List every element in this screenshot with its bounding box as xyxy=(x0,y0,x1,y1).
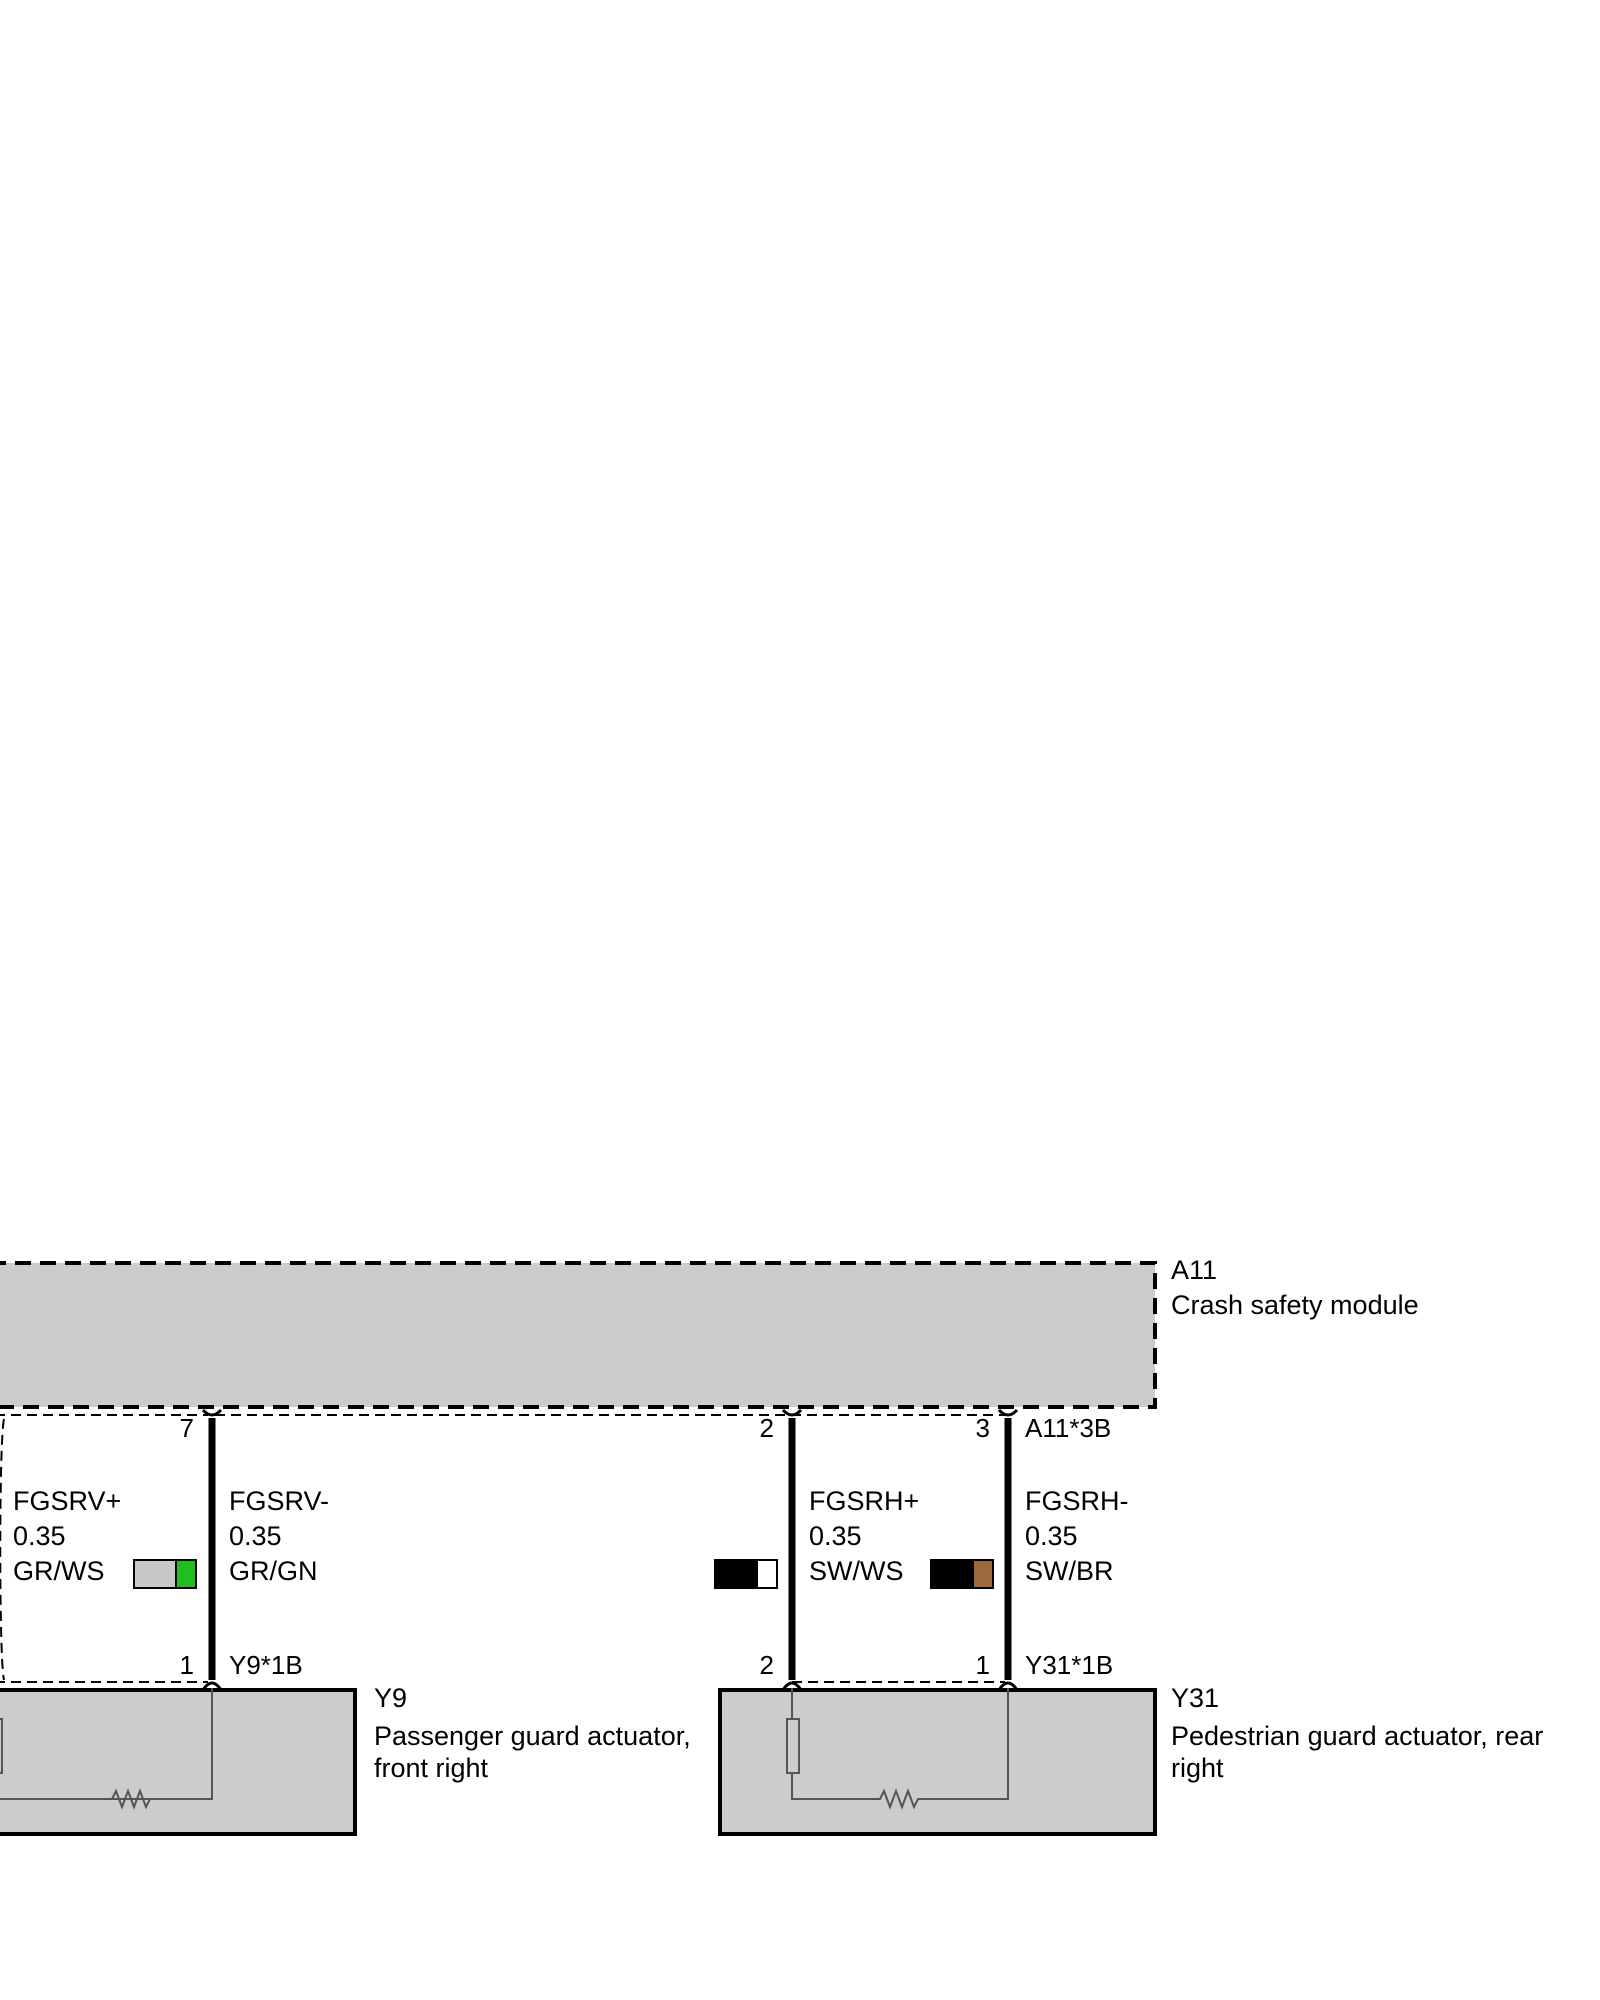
wire-fgsrh-minus-pin-bottom: 1 xyxy=(976,1650,990,1680)
y9-name-line2: front right xyxy=(374,1753,489,1783)
wire-fgsrh-minus-pin-top: 3 xyxy=(976,1413,990,1443)
y31-resistor-element xyxy=(786,1718,800,1774)
wire-fgsrv-plus-color: GR/WS xyxy=(13,1556,105,1586)
wire-fgsrv-plus-size: 0.35 xyxy=(13,1521,66,1551)
wire-fgsrh-plus-color: SW/WS xyxy=(809,1556,904,1586)
y9-module-box xyxy=(0,1688,357,1836)
wire-fgsrv-minus-pin-top: 7 xyxy=(180,1413,194,1443)
a11-name: Crash safety module xyxy=(1171,1290,1419,1320)
y9-connector-outline xyxy=(0,1418,208,1683)
y9-internal-circuit xyxy=(0,1688,213,1810)
y31-internal-circuit xyxy=(791,1688,1009,1810)
y9-component: Y9 Passenger guard actuator, front right xyxy=(0,1683,691,1836)
wire-fgsrv-minus-signal: FGSRV- xyxy=(229,1486,329,1516)
y31-ref: Y31 xyxy=(1171,1683,1219,1713)
wire-fgsrh-plus-swatch-secondary xyxy=(756,1559,778,1589)
wire-fgsrv-plus-signal: FGSRV+ xyxy=(13,1486,121,1516)
wire-fgsrv-minus-color: GR/GN xyxy=(229,1556,318,1586)
wire-fgsrv-minus-pin-bottom: 1 xyxy=(180,1650,194,1680)
a11-module-box xyxy=(0,1261,1157,1409)
a11-connector-label: A11*3B xyxy=(1025,1413,1111,1443)
y9-connector-label: Y9*1B xyxy=(229,1650,303,1680)
y31-name-line2: right xyxy=(1171,1753,1224,1783)
y9-ref: Y9 xyxy=(374,1683,407,1713)
wire-fgsrh-plus-pin-bottom: 2 xyxy=(760,1650,774,1680)
wire-fgsrh-plus-size: 0.35 xyxy=(809,1521,862,1551)
wire-fgsrv-minus: 7 1 FGSRV- 0.35 GR/GN xyxy=(133,1408,329,1691)
wire-fgsrh-minus-size: 0.35 xyxy=(1025,1521,1078,1551)
wire-fgsrh-minus-swatch-primary xyxy=(930,1559,974,1589)
wire-fgsrh-minus-swatch-secondary xyxy=(972,1559,994,1589)
y9-resistor-element xyxy=(0,1718,3,1774)
wire-fgsrv-plus: FGSRV+ 0.35 GR/WS xyxy=(13,1486,121,1586)
a11-ref: A11 xyxy=(1171,1255,1217,1285)
y9-name-line1: Passenger guard actuator, xyxy=(374,1721,691,1751)
wire-fgsrh-plus-signal: FGSRH+ xyxy=(809,1486,919,1516)
wire-fgsrh-minus-signal: FGSRH- xyxy=(1025,1486,1129,1516)
y31-component: Y31 Pedestrian guard actuator, rear righ… xyxy=(718,1683,1543,1836)
wire-fgsrh-minus: 3 1 FGSRH- 0.35 SW/BR xyxy=(930,1408,1129,1691)
wire-fgsrh-minus-color: SW/BR xyxy=(1025,1556,1114,1586)
y31-name-line1: Pedestrian guard actuator, rear xyxy=(1171,1721,1543,1751)
wire-fgsrh-plus: 2 2 FGSRH+ 0.35 SW/WS xyxy=(714,1408,919,1691)
wire-fgsrv-minus-swatch-primary xyxy=(133,1559,177,1589)
y31-connector-label: Y31*1B xyxy=(1025,1650,1113,1680)
wire-fgsrv-minus-swatch-secondary xyxy=(175,1559,197,1589)
wire-fgsrh-plus-pin-top: 2 xyxy=(760,1413,774,1443)
wire-fgsrh-plus-swatch-primary xyxy=(714,1559,758,1589)
y31-module-box xyxy=(718,1688,1157,1836)
wire-fgsrv-minus-size: 0.35 xyxy=(229,1521,282,1551)
